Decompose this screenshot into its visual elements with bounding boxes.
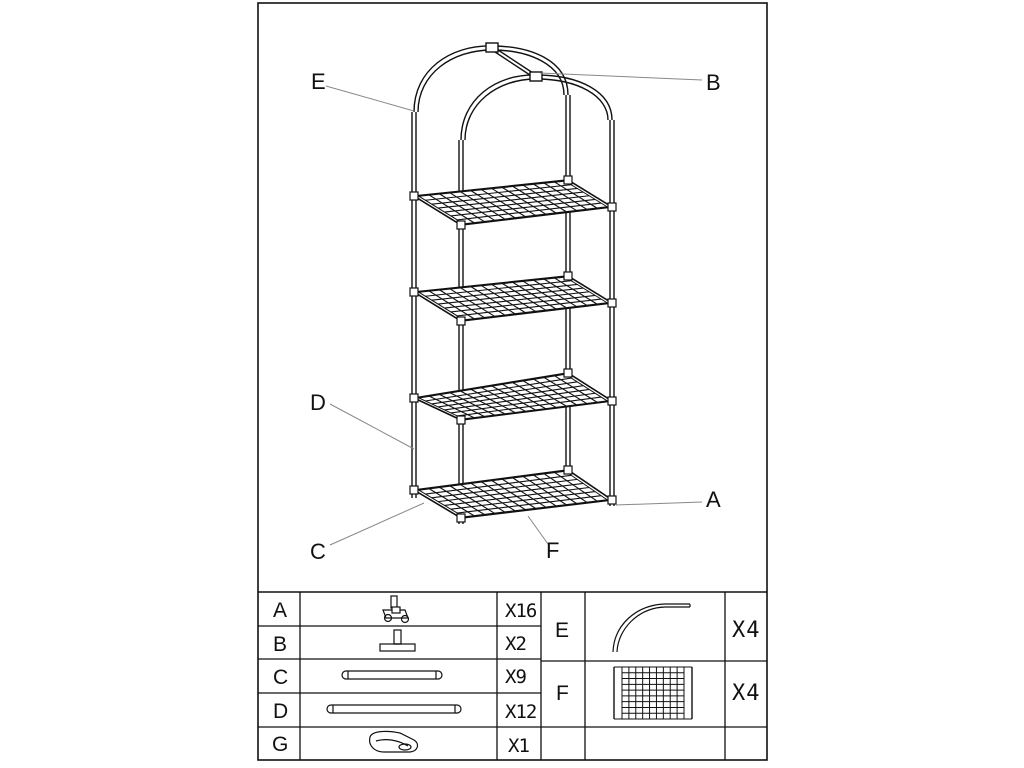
t-connector-icon (379, 629, 416, 652)
shelf-level (409, 271, 617, 326)
short-pole-icon (341, 670, 443, 680)
part-qty: X16 (505, 600, 537, 622)
leader-lines (325, 72, 703, 546)
callout-e: E (311, 69, 326, 94)
corner-connector (456, 415, 466, 425)
shelf-level (409, 465, 617, 523)
shelf-level (409, 368, 617, 425)
part-letter: B (273, 633, 287, 656)
callout-c: C (310, 539, 326, 564)
part-letter: D (273, 700, 288, 723)
long-pole-icon (326, 704, 462, 714)
parts-row-a: A X16 (273, 595, 538, 624)
parts-row-g: G X1 (272, 730, 530, 757)
corner-connector (409, 191, 419, 201)
corner-connector (409, 287, 419, 297)
part-letter: E (555, 619, 569, 642)
top-connector-front (529, 71, 543, 82)
shelf-rack-illustration (409, 42, 617, 524)
parts-row-f: F X4 (556, 666, 761, 720)
diagram-frame (257, 2, 768, 761)
corner-connector (563, 175, 573, 185)
parts-row-e: E X4 (555, 603, 761, 653)
shelf-level (409, 175, 617, 230)
corner-connector (563, 368, 573, 378)
corner-connector (409, 393, 419, 403)
callout-d: D (310, 390, 326, 415)
part-letter: A (273, 599, 287, 622)
parts-row-d: D X12 (273, 700, 537, 723)
corner-connector (456, 316, 466, 326)
three-way-connector-icon (382, 595, 410, 624)
parts-row-c: C X9 (273, 666, 527, 689)
parts-row-b: B X2 (273, 629, 527, 656)
part-qty: X1 (508, 735, 529, 757)
part-qty: X2 (505, 633, 526, 655)
corner-connector (607, 396, 617, 406)
callout-a: A (706, 487, 721, 512)
corner-connector (563, 271, 573, 281)
parts-table (258, 592, 767, 760)
corner-connector (607, 495, 617, 505)
callout-b: B (706, 70, 721, 95)
part-qty: X9 (505, 666, 526, 688)
corner-connector (456, 513, 466, 523)
corner-connector (456, 220, 466, 230)
front-poles (458, 120, 615, 524)
corner-connector (607, 202, 617, 212)
part-letter: F (556, 682, 569, 705)
part-letter: G (272, 733, 288, 756)
part-qty: X12 (505, 701, 536, 723)
wire-shelf-icon (613, 666, 693, 720)
part-qty: X4 (732, 681, 761, 706)
callout-f: F (546, 538, 559, 563)
part-qty: X4 (732, 618, 761, 643)
shelf-levels (409, 175, 617, 523)
corner-connector (563, 465, 573, 475)
cover-bag-icon (369, 730, 419, 753)
part-letter: C (273, 666, 288, 689)
arch-poles (413, 45, 613, 141)
curved-pole-icon (612, 603, 691, 653)
corner-connector (409, 485, 419, 495)
top-connector-back (485, 42, 499, 53)
corner-connector (607, 298, 617, 308)
